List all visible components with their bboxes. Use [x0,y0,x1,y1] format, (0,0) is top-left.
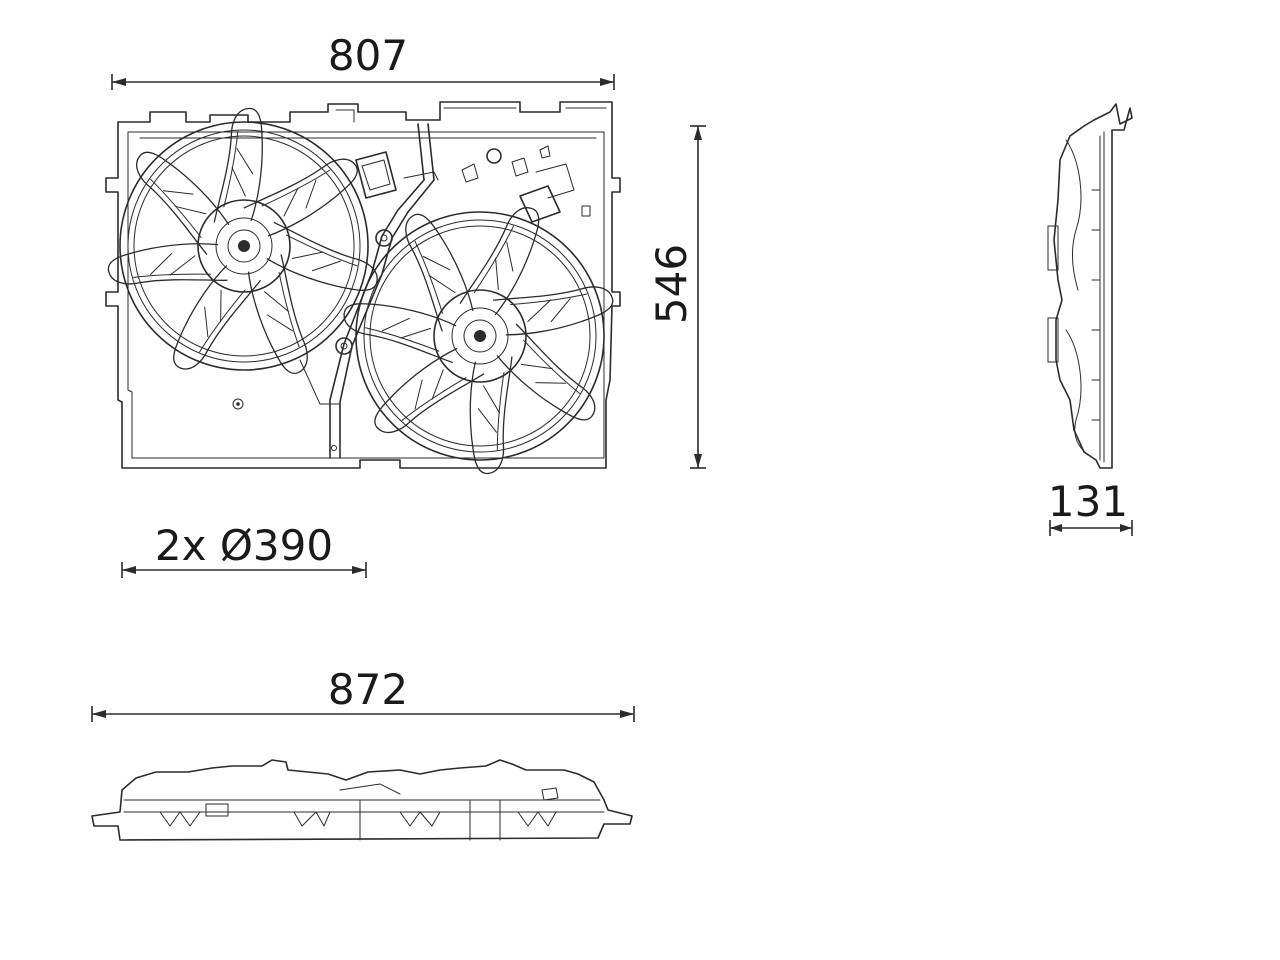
dim-frame-height: 546 [647,125,706,469]
overall-width-label: 872 [328,665,408,714]
dim-depth: 131 [1048,477,1133,536]
front-view [103,101,621,479]
side-view [1047,103,1133,469]
dim-frame-width: 807 [111,31,615,90]
wiring-harness [232,123,591,459]
fan-diameter-label: 2x Ø390 [155,521,333,570]
frame-width-label: 807 [328,31,408,80]
depth-label: 131 [1048,477,1128,526]
dim-fan-diameter: 2x Ø390 [121,521,367,578]
top-view [91,759,633,841]
right-fan [338,202,617,479]
dim-overall-width: 872 [91,665,635,722]
left-fan [103,102,384,377]
shroud-outline [105,101,621,469]
frame-height-label: 546 [647,244,696,324]
